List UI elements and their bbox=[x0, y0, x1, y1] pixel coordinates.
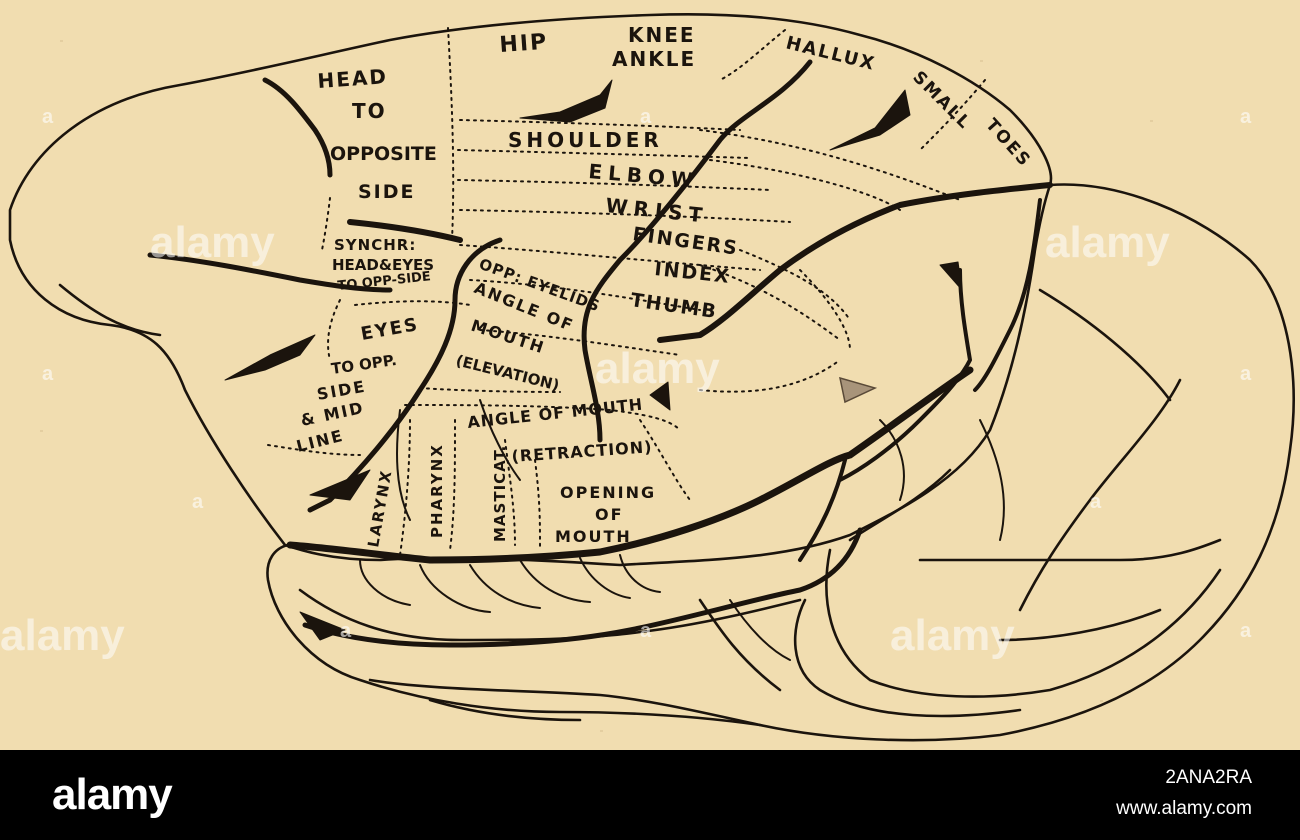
watermark-5: alamy bbox=[890, 611, 1015, 660]
gyri-lines bbox=[359, 399, 1005, 661]
label-angle-elev-2: MOUTH bbox=[469, 316, 548, 358]
watermark-dot-7: a bbox=[1090, 491, 1102, 513]
watermark-dot-4: a bbox=[42, 363, 54, 385]
brain-diagram: HEAD TO OPPOSITE SIDE HIP KNEE ANKLE HAL… bbox=[0, 12, 1295, 742]
watermark-dot-3: a bbox=[1240, 106, 1252, 128]
label-opening-1: OPENING bbox=[560, 483, 656, 502]
image-id: 2ANA2RA bbox=[1165, 767, 1252, 788]
label-angle-elev-3: (ELEVATION) bbox=[454, 351, 561, 394]
label-angle-retr-1: ANGLE OF MOUTH bbox=[466, 395, 644, 432]
watermark-dot-1: a bbox=[42, 106, 54, 128]
watermark-dot-10: a bbox=[1240, 620, 1252, 642]
brain-motor-area-illustration: HEAD TO OPPOSITE SIDE HIP KNEE ANKLE HAL… bbox=[0, 12, 1295, 742]
watermark-4: alamy bbox=[0, 611, 125, 660]
label-eyes-5: LINE bbox=[294, 426, 346, 456]
watermark-dot-8: a bbox=[340, 620, 352, 642]
site-url[interactable]: www.alamy.com bbox=[1116, 798, 1252, 819]
watermarks: alamy alamy alamy alamy alamy a a a a a … bbox=[0, 106, 1252, 660]
label-eyes-4: & MID bbox=[299, 398, 366, 430]
label-synchr-2: HEAD&EYES bbox=[332, 256, 434, 274]
watermark-dot-2: a bbox=[640, 106, 652, 128]
label-pharynx: PHARYNX bbox=[428, 443, 446, 538]
watermark-3: alamy bbox=[595, 344, 720, 393]
label-toes: TOES bbox=[981, 115, 1035, 171]
label-elbow: ELBOW bbox=[588, 159, 700, 193]
alamy-logo[interactable]: alamy bbox=[52, 770, 173, 819]
region-boundaries bbox=[267, 27, 986, 556]
label-eyes-1: EYES bbox=[359, 314, 420, 345]
label-head-line-3: OPPOSITE bbox=[330, 143, 437, 165]
label-larynx: LARYNX bbox=[364, 468, 395, 549]
watermark-dot-5: a bbox=[1240, 363, 1252, 385]
watermark-dot-6: a bbox=[192, 491, 204, 513]
label-opening-3: MOUTH bbox=[555, 527, 632, 546]
sulci bbox=[147, 59, 1053, 648]
label-angle-retr-2: (RETRACTION) bbox=[511, 437, 653, 466]
label-knee: KNEE bbox=[628, 23, 696, 47]
label-hip: HIP bbox=[499, 30, 549, 58]
label-masticat: MASTICAT. bbox=[491, 445, 509, 542]
label-hallux: HALLUX bbox=[784, 32, 878, 75]
label-head-line-4: SIDE bbox=[358, 181, 416, 203]
label-opening-2: OF bbox=[595, 505, 624, 524]
watermark-2: alamy bbox=[1045, 218, 1170, 267]
paper-texture bbox=[40, 40, 1153, 732]
watermark-dot-9: a bbox=[640, 620, 652, 642]
label-shoulder: SHOULDER bbox=[508, 128, 663, 152]
watermark-1: alamy bbox=[150, 218, 275, 267]
label-index: INDEX bbox=[653, 258, 731, 288]
region-labels: HEAD TO OPPOSITE SIDE HIP KNEE ANKLE HAL… bbox=[294, 23, 1035, 549]
hatched-marker bbox=[839, 376, 878, 404]
label-head-line-1: HEAD bbox=[317, 64, 389, 93]
label-synchr-1: SYNCHR: bbox=[334, 236, 416, 254]
footer-bar: alamy 2ANA2RA www.alamy.com bbox=[0, 750, 1300, 840]
label-ankle: ANKLE bbox=[612, 47, 696, 71]
label-eyes-2: TO OPP. bbox=[330, 351, 398, 378]
label-fingers: FINGERS bbox=[631, 223, 740, 260]
label-head-line-2: TO bbox=[352, 99, 387, 123]
label-thumb: THUMB bbox=[629, 289, 719, 323]
